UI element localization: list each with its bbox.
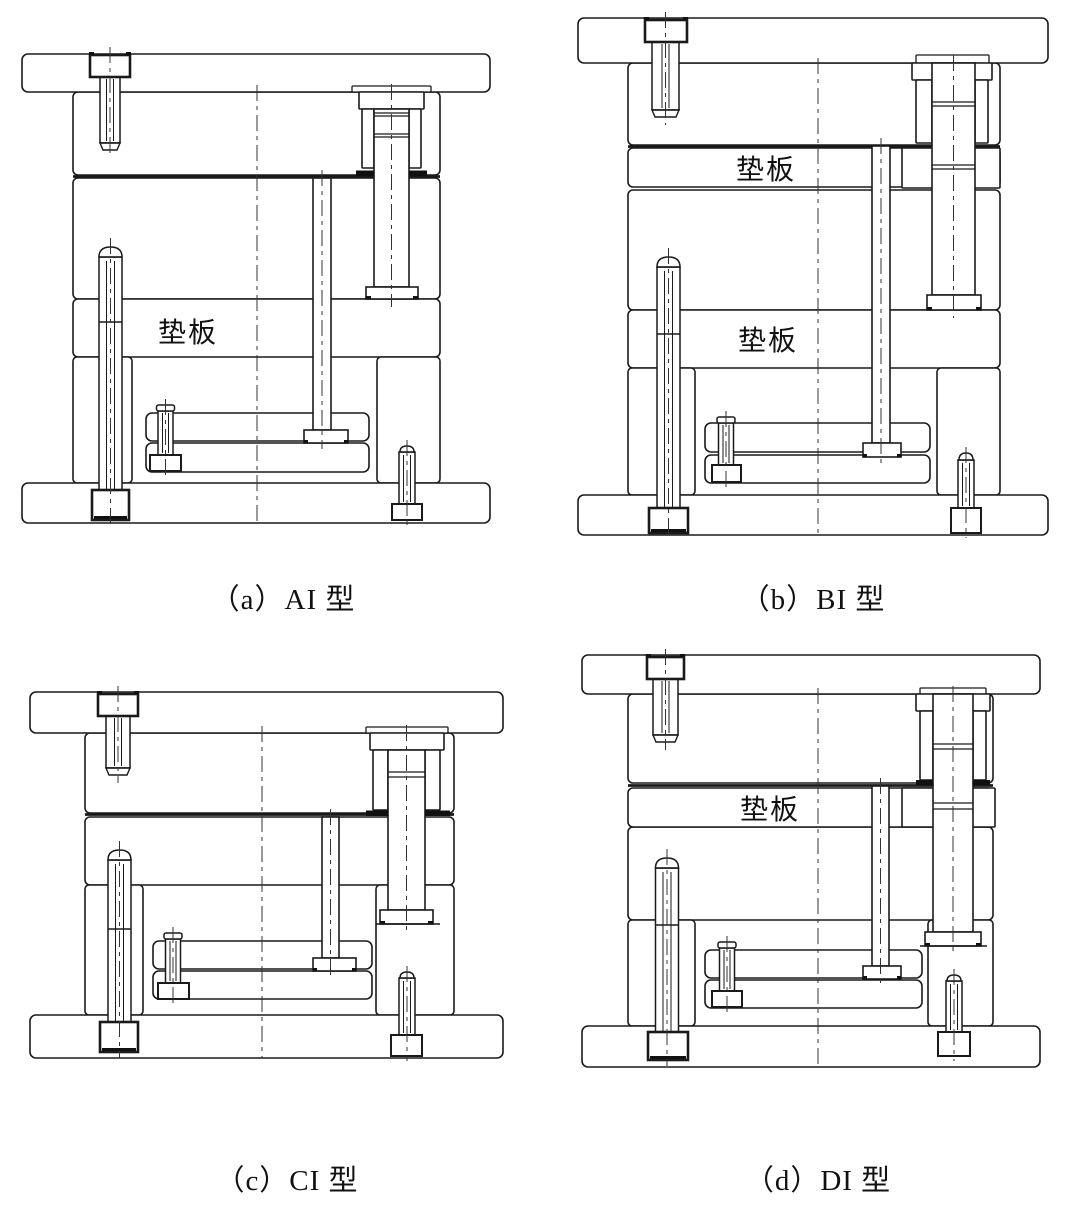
panel-d [581,649,1041,1068]
caption-panel-d: （d）DI 型 [744,1165,892,1197]
pad-plate-label-b2: 垫板 [737,326,799,357]
pad-plate-label-b1: 垫板 [735,155,797,186]
pad-plate-label-d: 垫板 [739,795,801,826]
caption-panel-c: （c）CI 型 [215,1165,359,1197]
panel-b [577,12,1049,539]
caption-panel-b: （b）BI 型 [740,584,886,616]
pad-plate-label-a: 垫板 [157,318,219,349]
panel-a [21,47,491,526]
panel-c [29,686,504,1061]
caption-panel-a: （a）AI 型 [210,584,356,616]
